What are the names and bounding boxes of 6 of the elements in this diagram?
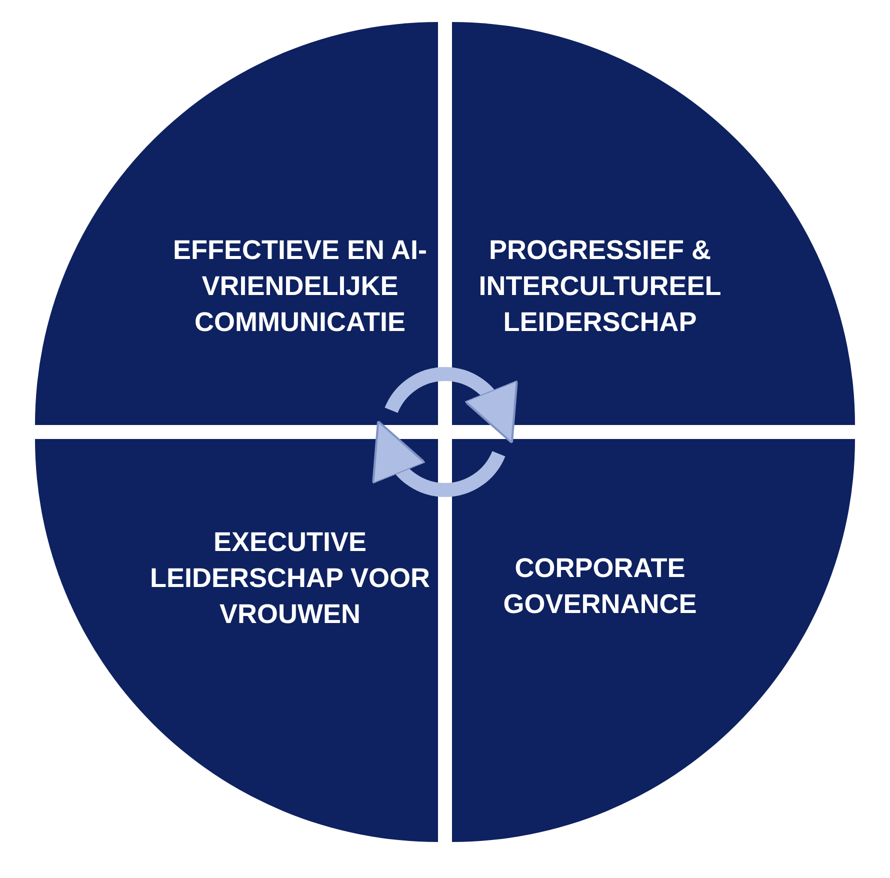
cycle-arrow	[374, 421, 506, 497]
cycle-arrow	[384, 367, 516, 443]
segment-label: PROGRESSIEF & INTERCULTUREEL LEIDERSCHAP	[478, 234, 722, 339]
segment-label: CORPORATE GOVERNANCE	[502, 552, 698, 621]
segment-label: EXECUTIVE LEIDERSCHAP VOOR VROUWEN	[148, 526, 432, 631]
segment-label: EFFECTIEVE EN AI-VRIENDELIJKE COMMUNICATIE	[172, 234, 428, 339]
